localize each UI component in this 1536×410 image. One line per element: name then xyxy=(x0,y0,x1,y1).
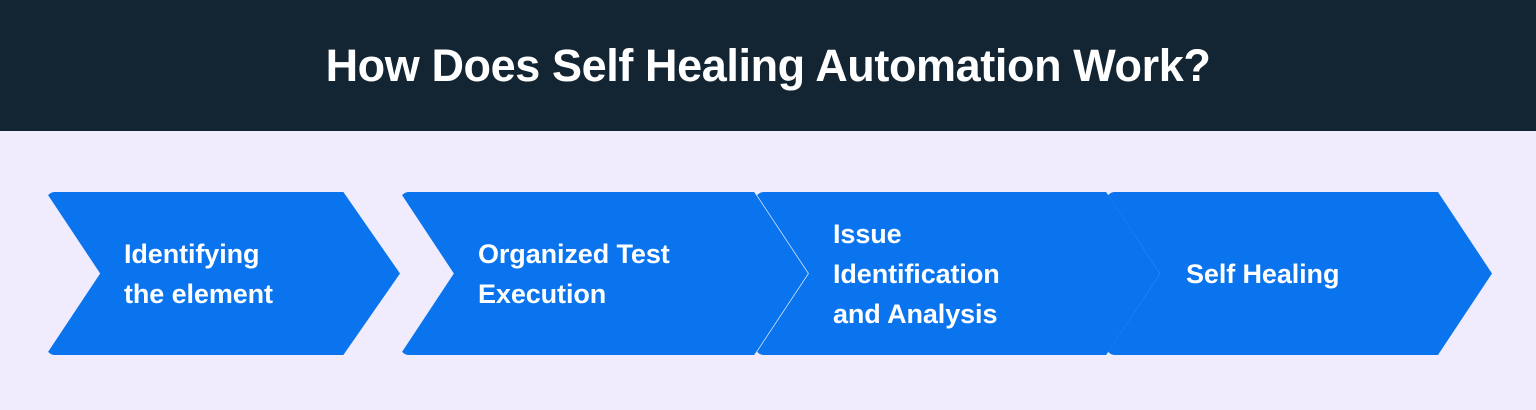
flow-step-organized-test-execution[interactable]: Organized Test Execution xyxy=(400,192,808,355)
page-title: How Does Self Healing Automation Work? xyxy=(325,39,1211,91)
header-bar: How Does Self Healing Automation Work? xyxy=(0,0,1536,131)
flow-step-self-healing[interactable]: Self Healing xyxy=(1106,192,1492,355)
flow-step-issue-identification-and-analysis[interactable]: Issue Identification and Analysis xyxy=(755,192,1160,355)
flow-step-label: Identifying the element xyxy=(124,238,273,309)
flow-step-label: Organized Test Execution xyxy=(478,238,670,309)
process-flow-chevrons: Identifying the element Organized Test E… xyxy=(0,131,1536,410)
flow-step-label: Issue Identification and Analysis xyxy=(833,218,1000,329)
flow-step-identifying-the-element[interactable]: Identifying the element xyxy=(46,192,400,355)
flow-step-label: Self Healing xyxy=(1186,258,1340,289)
